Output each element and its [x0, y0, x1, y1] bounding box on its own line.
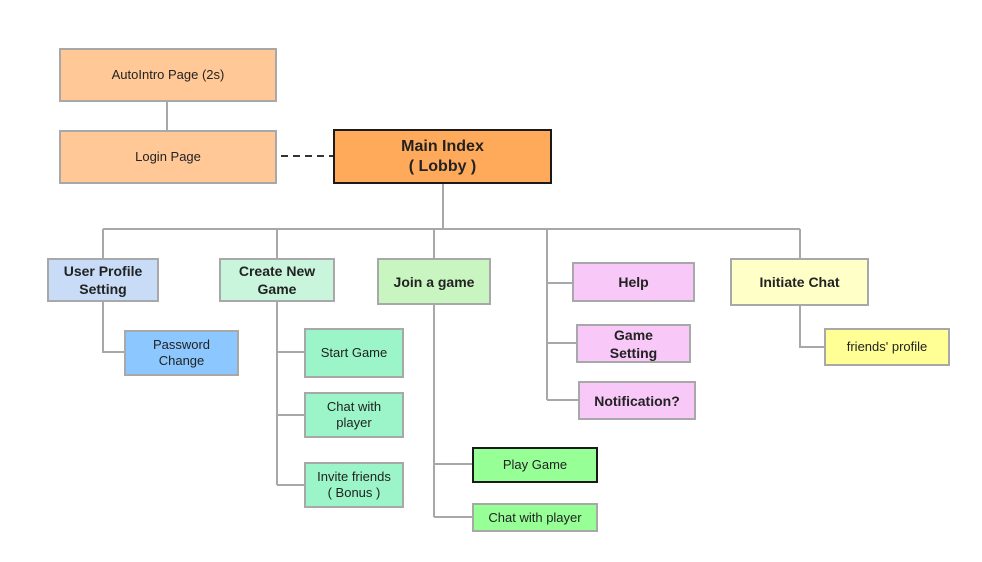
user-profile-setting-node: User Profile Setting	[47, 258, 159, 302]
initiate-chat-node: Initiate Chat	[730, 258, 869, 306]
friends-profile-node: friends' profile	[824, 328, 950, 366]
join-a-game-node: Join a game	[377, 258, 491, 305]
autointro-page-node: AutoIntro Page (2s)	[59, 48, 277, 102]
play-game-node: Play Game	[472, 447, 598, 483]
chat-with-player-node: Chat with player	[304, 392, 404, 438]
create-new-game-node: Create New Game	[219, 258, 335, 302]
invite-friends-node: Invite friends ( Bonus )	[304, 462, 404, 508]
help-node: Help	[572, 262, 695, 302]
main-index-node: Main Index ( Lobby )	[333, 129, 552, 184]
login-page-node: Login Page	[59, 130, 277, 184]
password-change-node: Password Change	[124, 330, 239, 376]
chat-with-player-join-node: Chat with player	[472, 503, 598, 532]
notification-node: Notification?	[578, 381, 696, 420]
start-game-node: Start Game	[304, 328, 404, 378]
game-setting-node: Game Setting	[576, 324, 691, 363]
